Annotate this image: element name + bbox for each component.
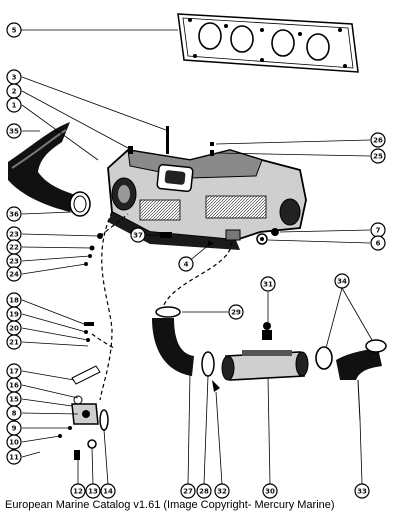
callout-18: 18: [6, 292, 22, 308]
callout-23b: 23: [6, 253, 22, 269]
svg-text:19: 19: [9, 311, 19, 319]
callout-15: 15: [6, 391, 22, 407]
callout-24: 24: [6, 266, 22, 282]
callout-26: 26: [370, 132, 386, 148]
svg-text:34: 34: [337, 278, 347, 286]
svg-text:7: 7: [376, 227, 381, 235]
callout-badges: 5 3 2 1 35 36 23 22 23 24 37 4 26 25 7 6…: [6, 22, 386, 499]
svg-text:23: 23: [9, 231, 19, 239]
svg-text:28: 28: [199, 488, 209, 496]
svg-text:12: 12: [73, 488, 83, 496]
svg-text:11: 11: [9, 454, 19, 462]
callout-16: 16: [6, 377, 22, 393]
callout-11: 11: [6, 449, 22, 465]
assembly-lines: [91, 211, 233, 401]
svg-text:5: 5: [12, 27, 17, 35]
callout-20: 20: [6, 320, 22, 336]
svg-text:13: 13: [88, 488, 98, 496]
svg-text:33: 33: [357, 488, 367, 496]
svg-text:25: 25: [373, 153, 383, 161]
callout-23a: 23: [6, 226, 22, 242]
callout-31: 31: [260, 276, 276, 292]
callout-32: 32: [214, 483, 230, 499]
svg-text:3: 3: [12, 74, 17, 82]
svg-text:29: 29: [231, 309, 241, 317]
callout-37: 37: [130, 227, 146, 243]
svg-text:27: 27: [183, 488, 193, 496]
callout-27: 27: [180, 483, 196, 499]
svg-text:8: 8: [12, 410, 17, 418]
callout-12: 12: [70, 483, 86, 499]
svg-text:31: 31: [263, 281, 273, 289]
callout-19: 19: [6, 306, 22, 322]
callout-36: 36: [6, 206, 22, 222]
exploded-parts-diagram: 5 3 2 1 35 36 23 22 23 24 37 4 26 25 7 6…: [6, 13, 387, 499]
svg-text:10: 10: [9, 439, 19, 447]
drain-valve-assembly: [58, 322, 109, 460]
svg-text:2: 2: [12, 88, 17, 96]
callout-21: 21: [6, 334, 22, 350]
callout-8: 8: [6, 405, 22, 421]
catalog-caption: European Marine Catalog v1.61 (Image Cop…: [5, 499, 335, 511]
svg-text:22: 22: [9, 244, 19, 252]
svg-text:21: 21: [9, 339, 19, 347]
callout-17: 17: [6, 363, 22, 379]
callout-25: 25: [370, 148, 386, 164]
callout-4: 4: [178, 256, 194, 272]
svg-text:16: 16: [9, 382, 19, 390]
callout-5: 5: [6, 22, 22, 38]
callout-35: 35: [6, 123, 22, 139]
svg-text:37: 37: [133, 232, 143, 240]
callout-6: 6: [370, 235, 386, 251]
svg-text:36: 36: [9, 211, 19, 219]
callout-14: 14: [100, 483, 116, 499]
svg-text:26: 26: [373, 137, 383, 145]
heat-exchanger: [221, 322, 309, 381]
svg-text:24: 24: [9, 271, 19, 279]
svg-text:35: 35: [9, 128, 19, 136]
leader-lines: [20, 29, 373, 485]
svg-text:20: 20: [9, 325, 19, 333]
outlet-hose: [315, 339, 387, 421]
svg-text:9: 9: [12, 425, 17, 433]
manifold-studs: [128, 126, 279, 245]
svg-text:4: 4: [184, 261, 189, 269]
callout-33: 33: [354, 483, 370, 499]
svg-text:18: 18: [9, 297, 19, 305]
svg-text:15: 15: [9, 396, 19, 404]
svg-text:6: 6: [376, 240, 381, 248]
svg-text:30: 30: [265, 488, 275, 496]
callout-7: 7: [370, 222, 386, 238]
elbow-hose: [152, 306, 220, 392]
svg-text:1: 1: [12, 102, 17, 110]
callout-9: 9: [6, 420, 22, 436]
svg-text:23: 23: [9, 258, 19, 266]
callout-1: 1: [6, 97, 22, 113]
callout-30: 30: [262, 483, 278, 499]
callout-22: 22: [6, 239, 22, 255]
svg-text:32: 32: [217, 488, 227, 496]
callout-34: 34: [334, 273, 350, 289]
svg-text:17: 17: [9, 368, 19, 376]
callout-10: 10: [6, 434, 22, 450]
svg-text:14: 14: [103, 488, 113, 496]
callout-3: 3: [6, 69, 22, 85]
callout-13: 13: [85, 483, 101, 499]
exhaust-gasket: [177, 13, 359, 73]
callout-29: 29: [228, 304, 244, 320]
callout-2: 2: [6, 83, 22, 99]
exhaust-hose: [8, 122, 91, 217]
exhaust-manifold: [107, 149, 307, 250]
callout-28: 28: [196, 483, 212, 499]
